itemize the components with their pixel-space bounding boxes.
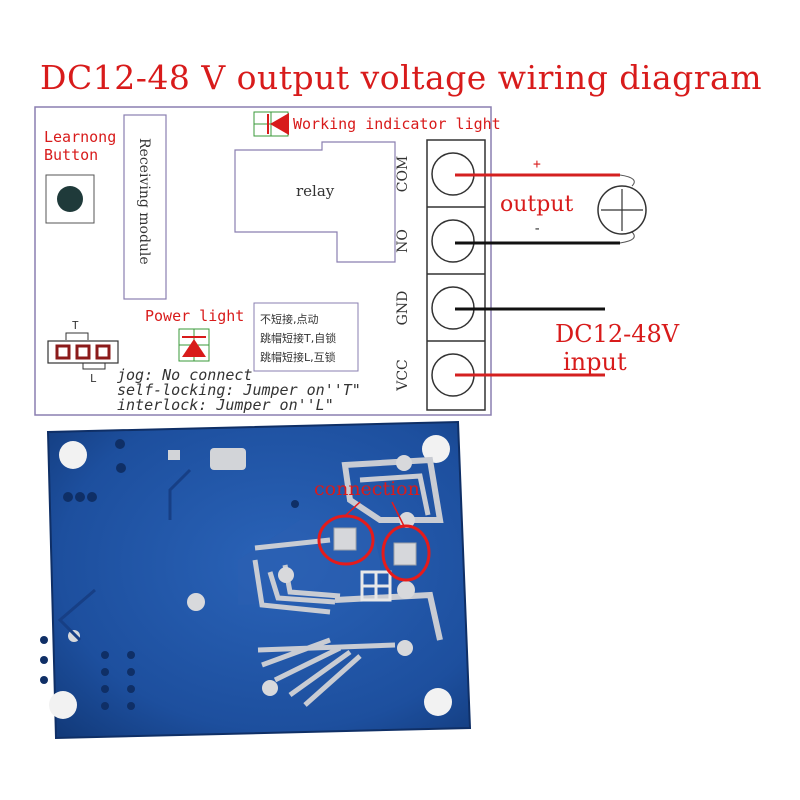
jumper-l-label: L (90, 372, 97, 385)
power-light-led-icon (182, 339, 206, 357)
mode-notes-box (253, 302, 359, 372)
connection-ring-1 (317, 514, 375, 566)
output-plus-label: + (533, 157, 541, 172)
terminal-vcc-label: VCC (395, 359, 411, 391)
output-label: output (500, 192, 574, 217)
solder-pad-2 (393, 542, 417, 566)
connection-label: connection (314, 478, 420, 500)
mode-notes-english: jog: No connect self-locking: Jumper on'… (117, 366, 361, 414)
relay-outline (234, 141, 396, 263)
jumper-pin-2 (75, 344, 91, 360)
jumper-t-bracket (65, 332, 89, 340)
jumper-l-bracket (82, 362, 106, 370)
solder-pad-1 (333, 527, 357, 551)
diagram-title: DC12-48 V output voltage wiring diagram (40, 58, 763, 97)
receiving-module-label: Receiving module (136, 138, 152, 265)
mode-notes-chinese: 不短接,点动 跳帽短接T,自锁 跳帽短接L,互锁 (260, 313, 337, 364)
mount-hole-tr (422, 435, 450, 463)
smd-component (210, 448, 246, 470)
mount-hole-bl (49, 691, 77, 719)
relay-label: relay (296, 182, 335, 200)
connection-pointer-1 (345, 501, 361, 516)
terminal-no-screw (431, 219, 475, 263)
load-leads (619, 174, 635, 244)
jumper-pin-3 (95, 344, 111, 360)
output-minus-label: - (533, 221, 542, 237)
trace-left (252, 537, 341, 615)
jumper-pin-1 (55, 344, 71, 360)
terminal-com-label: COM (395, 155, 411, 193)
connection-ring-2 (381, 524, 431, 582)
wiring-diagram: Receiving module (34, 106, 647, 416)
trace-bottom (257, 637, 396, 707)
learning-button-icon[interactable] (57, 186, 83, 212)
working-indicator-led-icon (270, 113, 289, 135)
working-indicator-label: Working indicator light (293, 115, 501, 133)
connection-pointer-2 (391, 501, 405, 527)
mount-hole-tl (59, 441, 87, 469)
mount-hole-br (424, 688, 452, 716)
input-label: DC12-48V input (555, 320, 680, 376)
terminal-no-label: NO (395, 229, 411, 253)
receiving-module-box (123, 114, 167, 300)
terminal-gnd-label: GND (395, 290, 411, 326)
power-light-label: Power light (145, 307, 245, 325)
learning-button-label: Learnong Button (44, 128, 117, 164)
jumper-t-label: T (72, 319, 79, 332)
